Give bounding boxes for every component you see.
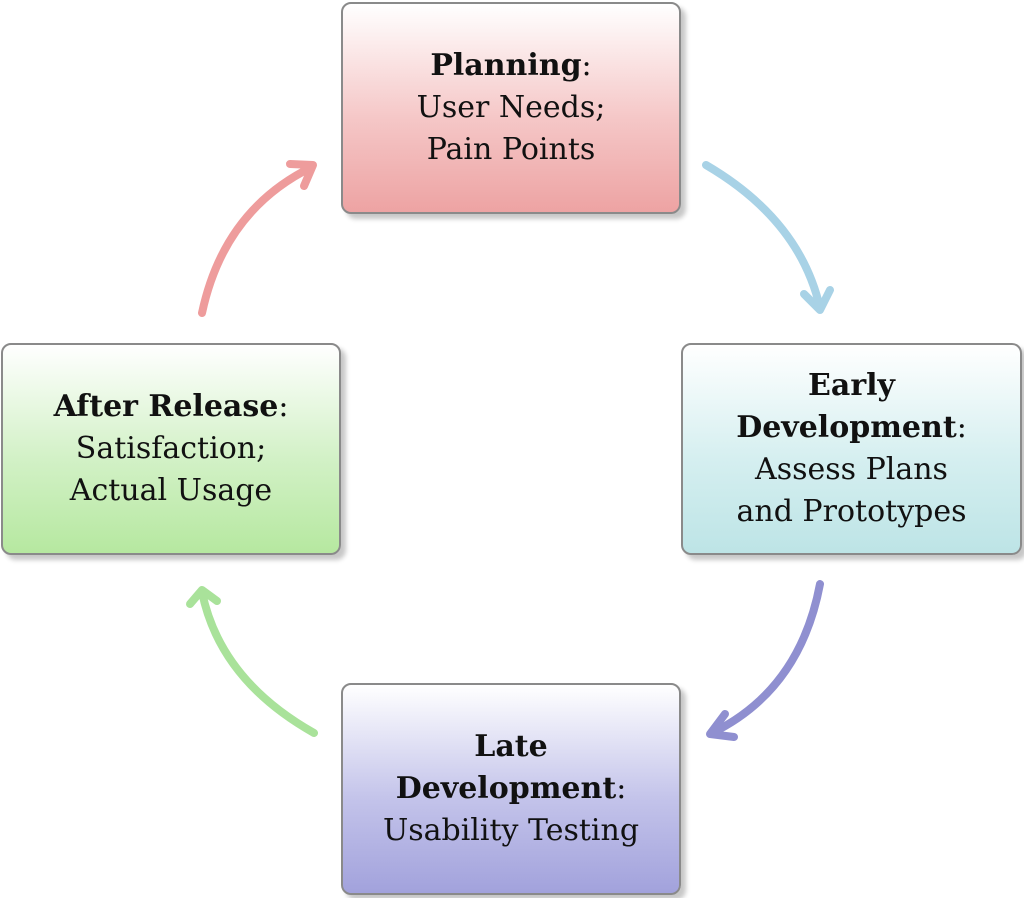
stage-late-desc-line-1: Usability Testing — [382, 813, 640, 848]
stage-early-title-line-1: Early — [808, 368, 895, 403]
arrow-early-to-late — [706, 580, 824, 741]
stage-planning-box: Planning: User Needs; Pain Points — [341, 2, 681, 214]
arrow-after-to-planning — [198, 160, 317, 317]
stage-planning-desc-line-1: User Needs; — [416, 90, 606, 125]
stage-late-title-line-2: Development — [395, 771, 617, 806]
arrow-late-to-after — [186, 586, 318, 737]
stage-after-desc-line-1: Satisfaction; — [75, 431, 267, 466]
stage-planning-colon: : — [581, 48, 592, 83]
stage-early-desc-line-2: and Prototypes — [736, 494, 967, 529]
stage-planning-desc-line-2: Pain Points — [426, 132, 596, 167]
stage-late-development-box: Late Development: Usability Testing — [341, 683, 681, 895]
stage-late-title-line-1: Late — [474, 729, 548, 764]
stage-early-desc-line-1: Assess Plans — [755, 452, 948, 487]
stage-after-colon: : — [278, 389, 289, 424]
stage-after-desc-line-2: Actual Usage — [69, 473, 273, 508]
stage-after-title: After Release — [53, 389, 279, 424]
stage-late-colon: : — [616, 771, 627, 806]
stage-early-title-line-2: Development — [736, 410, 957, 445]
stage-early-development-box: Early Development: Assess Plans and Prot… — [681, 343, 1022, 555]
stage-planning-heading: Planning: — [430, 45, 591, 87]
stage-early-colon: : — [956, 410, 967, 445]
stage-after-release-box: After Release: Satisfaction; Actual Usag… — [1, 343, 341, 555]
stage-planning-title: Planning — [430, 48, 582, 83]
arrow-planning-to-early — [702, 161, 834, 314]
